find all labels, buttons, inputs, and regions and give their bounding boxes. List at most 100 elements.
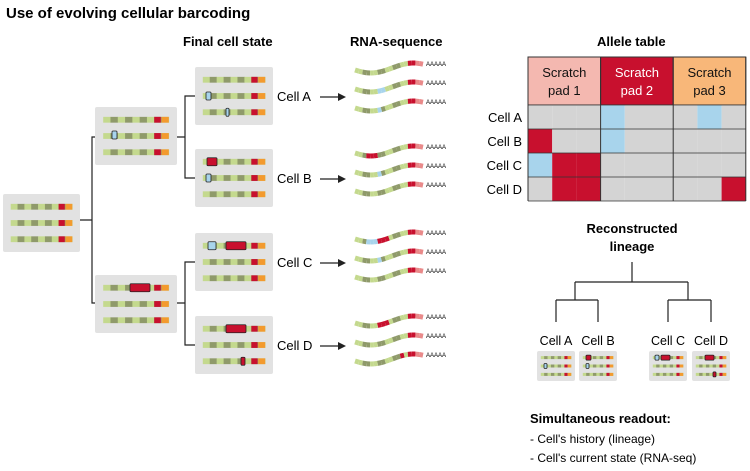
transcript-segment [354, 169, 360, 176]
barcode-segment [216, 242, 224, 249]
edit-mark [225, 324, 247, 334]
barcode-segment [589, 364, 594, 368]
barcode-segment [230, 158, 238, 165]
transcript-segment [362, 190, 367, 197]
allele-cell [721, 177, 746, 201]
barcode-segment [103, 301, 111, 307]
barcode-segment [557, 372, 562, 376]
allele-cell [697, 153, 722, 177]
transcript-segment [362, 152, 367, 159]
barcode-marker [154, 301, 161, 307]
reconstructed-lineage-title-line1: Reconstructed [586, 221, 677, 236]
barcode-end [258, 342, 266, 348]
allele-cell [528, 129, 553, 153]
barcode-segment [139, 149, 148, 156]
barcode-segment [223, 175, 231, 181]
reconstructed-lineage-title-line2: lineage [610, 239, 655, 254]
barcode-segment [209, 76, 217, 83]
rna-transcript: AAAAA [354, 248, 446, 264]
transcript-segment [403, 351, 409, 358]
barcode-strip [202, 358, 266, 365]
allele-row-label: Cell D [487, 182, 522, 197]
barcode-segment [230, 275, 238, 282]
barcode-marker [251, 109, 258, 116]
barcode-segment [202, 259, 211, 265]
allele-cell [576, 129, 601, 153]
transcript-segment [362, 88, 367, 95]
poly-a-tail: AAAAA [426, 231, 446, 237]
barcode-segment [216, 358, 224, 365]
transcript-segment [380, 189, 386, 195]
transcript-segment [354, 358, 360, 365]
transcript-segment [384, 168, 390, 175]
readout-title: Simultaneous readout: [530, 411, 671, 426]
barcode-strip [695, 372, 727, 376]
barcode-marker [564, 364, 568, 368]
transcript-segment [418, 230, 424, 236]
barcode-marker [58, 220, 65, 226]
barcode-segment [712, 364, 717, 368]
rna-transcript: AAAAA [354, 351, 446, 367]
transcript-segment [391, 185, 398, 192]
barcode-segment [237, 93, 245, 99]
barcode-segment [582, 364, 587, 368]
transcript-segment [358, 106, 364, 113]
barcode-strip [202, 109, 266, 116]
barcode-strip [202, 275, 266, 282]
barcode-segment [666, 372, 670, 376]
transcript-segment [377, 238, 382, 244]
allele-cell [600, 177, 625, 201]
transcript-segment [384, 319, 390, 326]
barcode-marker [154, 317, 161, 324]
barcode-segment [673, 372, 677, 376]
barcode-segment [705, 364, 710, 368]
arrow-head [338, 93, 346, 101]
transcript-segment [403, 248, 409, 255]
transcript-segment [388, 65, 394, 72]
barcode-marker [154, 149, 161, 156]
barcode-segment [230, 109, 238, 116]
barcode-segment [216, 325, 224, 332]
transcript-segment [380, 237, 386, 243]
barcode-segment [662, 364, 667, 368]
barcode-segment [38, 236, 46, 243]
barcode-segment [10, 203, 18, 210]
transcript-segment [418, 314, 424, 320]
barcode-segment [699, 372, 703, 376]
barcode-segment [554, 364, 558, 368]
lineage-cell-label: Cell D [694, 334, 728, 348]
barcode-segment [702, 372, 707, 376]
transcript-segment [384, 85, 390, 92]
barcode-strip [652, 372, 684, 376]
barcode-segment [103, 116, 111, 123]
barcode-end [258, 109, 266, 116]
barcode-segment [244, 93, 252, 99]
transcript-segment [354, 255, 360, 262]
rna-transcript: AAAAA [354, 229, 446, 245]
poly-a-tail: AAAAA [426, 250, 446, 256]
transcript-segment [388, 253, 394, 260]
barcode-segment [216, 109, 224, 116]
allele-cell [649, 177, 674, 201]
transcript-segment [399, 352, 405, 359]
barcode-segment [699, 364, 703, 368]
tree-bottom-branch [177, 261, 195, 346]
transcript-segment [403, 79, 409, 86]
transcript-segment [380, 256, 386, 262]
barcode-segment [237, 158, 245, 165]
transcript-segment [380, 106, 386, 112]
transcript-segment [380, 151, 386, 157]
transcript-segment [354, 67, 360, 74]
barcode-segment [223, 93, 231, 99]
transcript-segment [362, 107, 367, 114]
transcript-segment [395, 145, 402, 152]
transcript-segment [395, 164, 402, 171]
barcode-strip [202, 175, 266, 181]
barcode-segment [117, 116, 126, 123]
barcode-marker [719, 364, 723, 368]
readout-line-state: - Cell's current state (RNA-seq) [530, 451, 696, 465]
barcode-segment [132, 116, 140, 123]
barcode-segment [103, 317, 111, 324]
edit-mark [585, 363, 590, 369]
transcript-segment [362, 257, 367, 264]
